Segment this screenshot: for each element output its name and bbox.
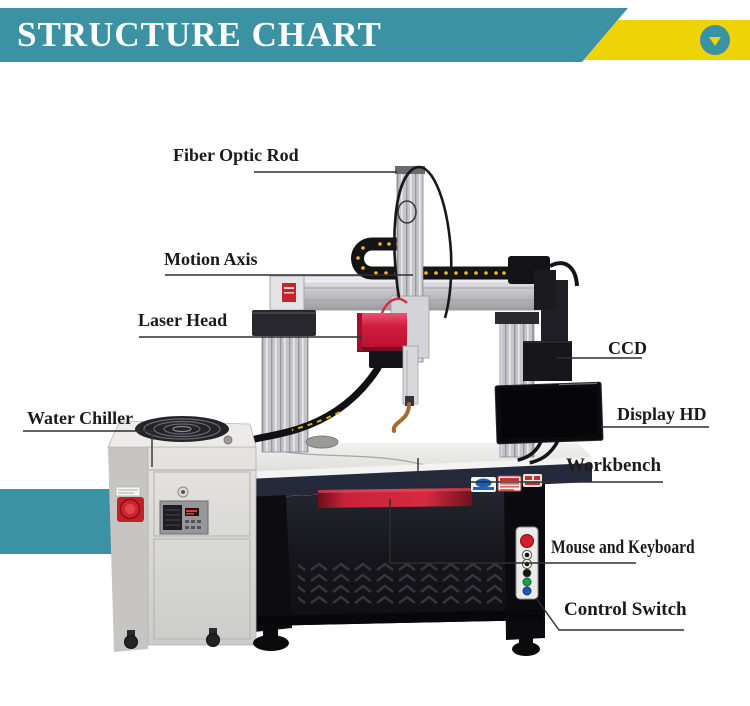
leveling-feet bbox=[253, 624, 540, 656]
label-ccd: CCD bbox=[608, 338, 647, 358]
label-workbench: Workbench bbox=[566, 455, 662, 476]
ccd-camera bbox=[523, 341, 572, 381]
green-button bbox=[522, 577, 532, 587]
front-apron bbox=[246, 463, 592, 498]
line-control-switch bbox=[535, 597, 684, 631]
emergency-stop bbox=[115, 486, 144, 522]
label-control-switch: Control Switch bbox=[564, 599, 687, 620]
table-edge bbox=[246, 457, 592, 479]
gantry bbox=[244, 165, 579, 458]
base-plate bbox=[305, 435, 339, 449]
keyboard-drawer bbox=[318, 488, 472, 508]
cable-chain bbox=[351, 237, 515, 280]
line-water-chiller bbox=[23, 430, 153, 467]
warning-stickers bbox=[471, 474, 544, 492]
chevron-down-glyph bbox=[709, 36, 721, 46]
water-chiller-unit bbox=[107, 416, 257, 652]
cooling-fan bbox=[135, 416, 229, 442]
teal-side-block bbox=[0, 489, 112, 554]
connector-lines bbox=[23, 171, 709, 631]
label-water-chiller: Water Chiller bbox=[27, 408, 134, 428]
display-monitor bbox=[494, 381, 604, 465]
welding-torch bbox=[369, 345, 419, 433]
supply-cable bbox=[244, 364, 382, 445]
label-display-hd: Display HD bbox=[617, 404, 707, 424]
axis-motor bbox=[508, 256, 579, 310]
red-cable bbox=[379, 297, 408, 317]
line-workbench bbox=[417, 458, 663, 483]
line-mouse-keyboard bbox=[389, 499, 636, 564]
page-title: STRUCTURE CHART bbox=[17, 15, 382, 54]
red-button bbox=[520, 534, 534, 548]
left-pillar bbox=[246, 495, 292, 632]
label-fiber-optic-rod: Fiber Optic Rod bbox=[173, 145, 299, 165]
chevron-down-icon bbox=[700, 25, 730, 55]
label-motion-axis: Motion Axis bbox=[164, 249, 258, 269]
label-laser-head: Laser Head bbox=[138, 310, 228, 330]
machine-body bbox=[246, 457, 592, 640]
chiller-control-panel bbox=[159, 500, 209, 535]
header-banner: STRUCTURE CHART bbox=[0, 8, 628, 62]
blue-button bbox=[522, 586, 532, 596]
label-mouse-and-keyboard: Mouse and Keyboard bbox=[551, 537, 695, 558]
fiber-optic-rod-arc bbox=[393, 165, 453, 319]
vent-grille bbox=[298, 562, 502, 606]
chiller-casters bbox=[124, 628, 220, 649]
laser-head-box bbox=[357, 313, 407, 352]
